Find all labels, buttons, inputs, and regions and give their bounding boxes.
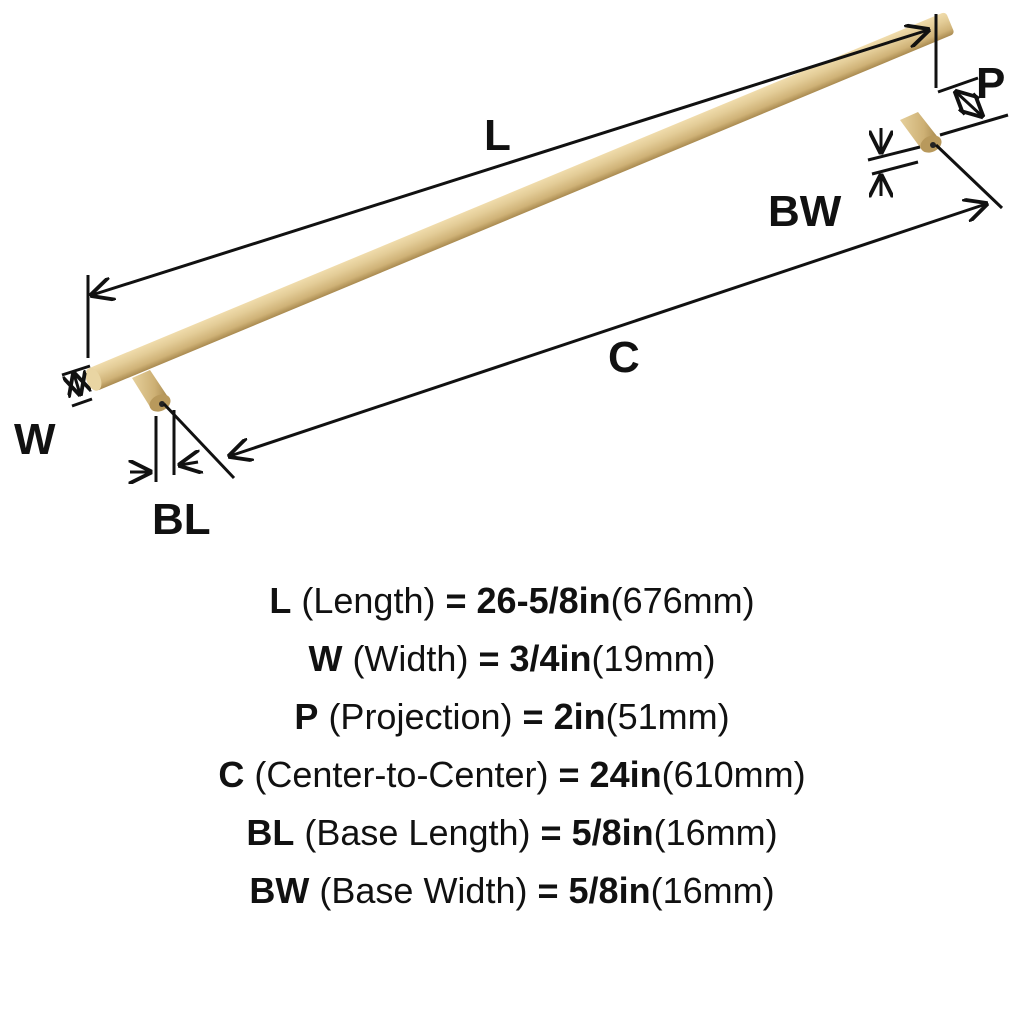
dimension-L bbox=[88, 14, 938, 358]
dimension-W bbox=[61, 364, 93, 408]
bar-pull-dimension-diagram: L P BW C W BL bbox=[14, 12, 1009, 544]
dimension-BL bbox=[130, 402, 236, 482]
specifications-list: L (Length) = 26-5/8in(676mm) W (Width) =… bbox=[0, 572, 1024, 920]
spec-length: L (Length) = 26-5/8in(676mm) bbox=[269, 580, 755, 621]
spec-width: W (Width) = 3/4in(19mm) bbox=[308, 638, 716, 679]
label-BW: BW bbox=[768, 187, 842, 236]
dimension-P bbox=[937, 76, 1009, 137]
label-C: C bbox=[608, 333, 640, 382]
dimension-BW bbox=[867, 128, 1004, 210]
spec-base-length: BL (Base Length) = 5/8in(16mm) bbox=[246, 812, 778, 853]
label-P: P bbox=[976, 59, 1005, 108]
spec-center-to-center: C (Center-to-Center) = 24in(610mm) bbox=[218, 754, 806, 795]
dimension-C bbox=[230, 204, 986, 456]
spec-base-width: BW (Base Width) = 5/8in(16mm) bbox=[249, 870, 775, 911]
spec-projection: P (Projection) = 2in(51mm) bbox=[294, 696, 730, 737]
label-L: L bbox=[484, 111, 511, 160]
label-BL: BL bbox=[152, 495, 211, 544]
label-W: W bbox=[14, 415, 56, 464]
